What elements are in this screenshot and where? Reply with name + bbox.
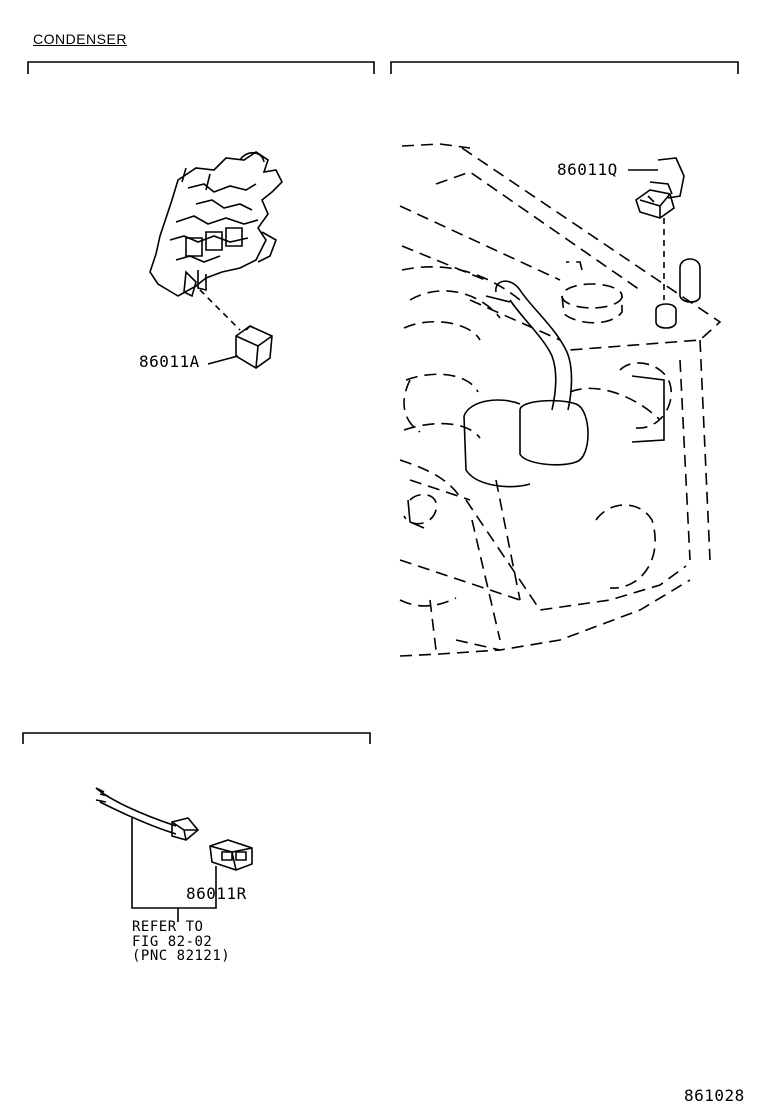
figure-number: 861028: [684, 1086, 745, 1105]
engine-hose-drawing: [408, 281, 664, 528]
wire-harness-drawing: [96, 788, 198, 840]
callout-86011r: 86011R: [186, 884, 247, 903]
engine-block-drawing: [400, 144, 720, 656]
reference-note: REFER TO FIG 82-02 (PNC 82121): [132, 920, 230, 964]
reference-bracket: [132, 818, 216, 922]
condenser-86011r-drawing: [210, 840, 252, 888]
section-bracket-bottom-left: [23, 733, 370, 744]
section-bracket-top-left: [28, 62, 374, 74]
condenser-86011a-drawing: [200, 290, 272, 368]
section-bracket-top-right: [391, 62, 738, 74]
callout-86011q: 86011Q: [557, 160, 618, 179]
callout-86011a: 86011A: [139, 352, 200, 371]
junction-block-drawing: [150, 152, 282, 296]
reference-line-1: REFER TO: [132, 919, 204, 935]
reference-line-3: (PNC 82121): [132, 948, 231, 965]
page-title: CONDENSER: [33, 31, 127, 47]
condenser-86011q-drawing: [628, 158, 700, 328]
reference-line-2: FIG 82-02: [132, 933, 213, 950]
